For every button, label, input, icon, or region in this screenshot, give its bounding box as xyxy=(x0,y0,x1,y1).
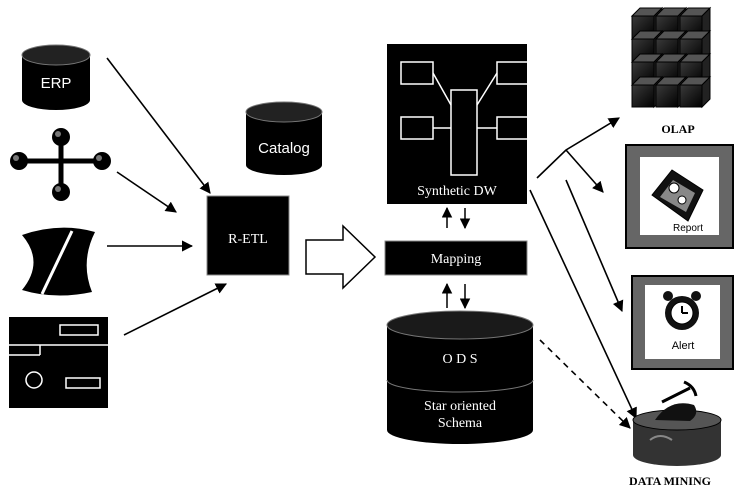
retl-label: R-ETL xyxy=(228,232,268,247)
dw-mapping-arrows xyxy=(441,206,471,230)
ods-label: O D S xyxy=(442,352,477,367)
arrow-erp-to-retl xyxy=(106,57,211,194)
report-label: Report xyxy=(673,223,703,234)
data-mining-label: DATA MINING xyxy=(629,474,711,488)
mapping-box: Mapping xyxy=(384,240,528,276)
cube-front-face xyxy=(631,84,655,108)
alert-output-icon: Alert xyxy=(631,275,734,370)
arrow-to-report xyxy=(565,149,604,193)
split-shape-source-icon xyxy=(22,227,95,296)
synthetic-dw-label: Synthetic DW xyxy=(417,184,497,199)
dashed-arrow-ods-to-data-mining xyxy=(539,339,631,429)
arrow-to-alert xyxy=(565,179,624,313)
arrow-to-olap xyxy=(536,117,620,179)
synthetic-dw-box: Synthetic DW xyxy=(387,44,530,204)
erp-source-cylinder: ERP xyxy=(21,44,91,110)
form-document-source-icon xyxy=(9,317,108,408)
catalog-cylinder: Catalog xyxy=(245,101,323,175)
erp-label: ERP xyxy=(41,75,72,92)
arrow-hub-to-retl xyxy=(116,171,177,213)
arrow-to-data-mining xyxy=(529,189,637,420)
olap-cube-icon: OLAP xyxy=(630,6,712,136)
big-hollow-arrow xyxy=(305,224,377,290)
alert-label: Alert xyxy=(672,340,695,352)
star-schema-label-line1: Star oriented xyxy=(424,399,496,414)
source-arrows xyxy=(106,57,228,336)
data-mining-icon: DATA MINING xyxy=(629,380,722,488)
report-output-icon: Report xyxy=(625,144,734,249)
output-arrows xyxy=(529,117,637,429)
cube-front-face xyxy=(655,84,679,108)
olap-label: OLAP xyxy=(661,122,694,136)
arrow-form-to-retl xyxy=(123,283,228,336)
network-hub-source-icon xyxy=(10,128,111,201)
catalog-label: Catalog xyxy=(258,140,310,157)
mapping-ods-arrows xyxy=(441,282,471,310)
retl-box: R-ETL xyxy=(206,195,290,276)
ods-star-schema-cylinder: O D S Star oriented Schema xyxy=(386,310,534,444)
cube-front-face xyxy=(679,84,703,108)
star-schema-label-line2: Schema xyxy=(438,416,483,431)
mapping-label: Mapping xyxy=(431,252,482,267)
